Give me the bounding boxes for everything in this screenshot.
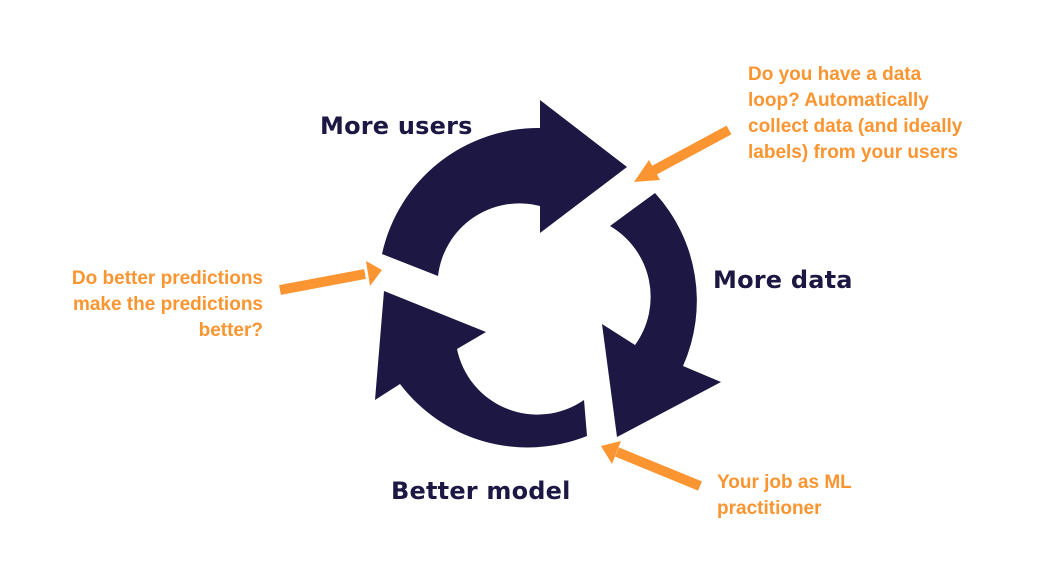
stage-label-better-model: Better model: [391, 477, 571, 505]
stage-label-more-data: More data: [713, 266, 853, 294]
annotation-arrows: [279, 125, 732, 491]
annotation-data-loop-line-1: Do you have a data: [748, 64, 922, 85]
arrowhead-data-loop: [634, 160, 660, 182]
annotation-predictions-line-1: Do better predictions: [71, 268, 263, 289]
cycle-arrow-better-model: [375, 291, 587, 448]
arrow-shaft-data-loop: [648, 125, 732, 177]
arrowhead-predictions: [366, 261, 382, 286]
annotation-job-line-2: practitioner: [717, 498, 822, 519]
arrow-shaft-job: [615, 447, 702, 491]
cycle-arrow-more-data: [602, 193, 721, 437]
annotation-data-loop-line-3: collect data (and ideally: [748, 116, 963, 137]
annotation-data-loop-line-4: labels) from your users: [748, 142, 959, 163]
annotation-data-loop-line-2: loop? Automatically: [748, 90, 929, 111]
arrow-shaft-predictions: [279, 269, 366, 295]
annotation-predictions-line-3: better?: [198, 320, 263, 341]
stage-label-more-users: More users: [320, 112, 473, 140]
cycle-arrow-more-users: [382, 100, 627, 276]
annotation-predictions-line-2: make the predictions: [72, 294, 263, 315]
annotation-data-loop: Do you have a data loop? Automatically c…: [748, 62, 962, 166]
arrowhead-job: [601, 441, 621, 464]
annotation-job-line-1: Your job as ML: [717, 472, 852, 493]
annotation-job: Your job as ML practitioner: [717, 470, 852, 522]
annotation-predictions: Do better predictions make the predictio…: [40, 266, 263, 344]
